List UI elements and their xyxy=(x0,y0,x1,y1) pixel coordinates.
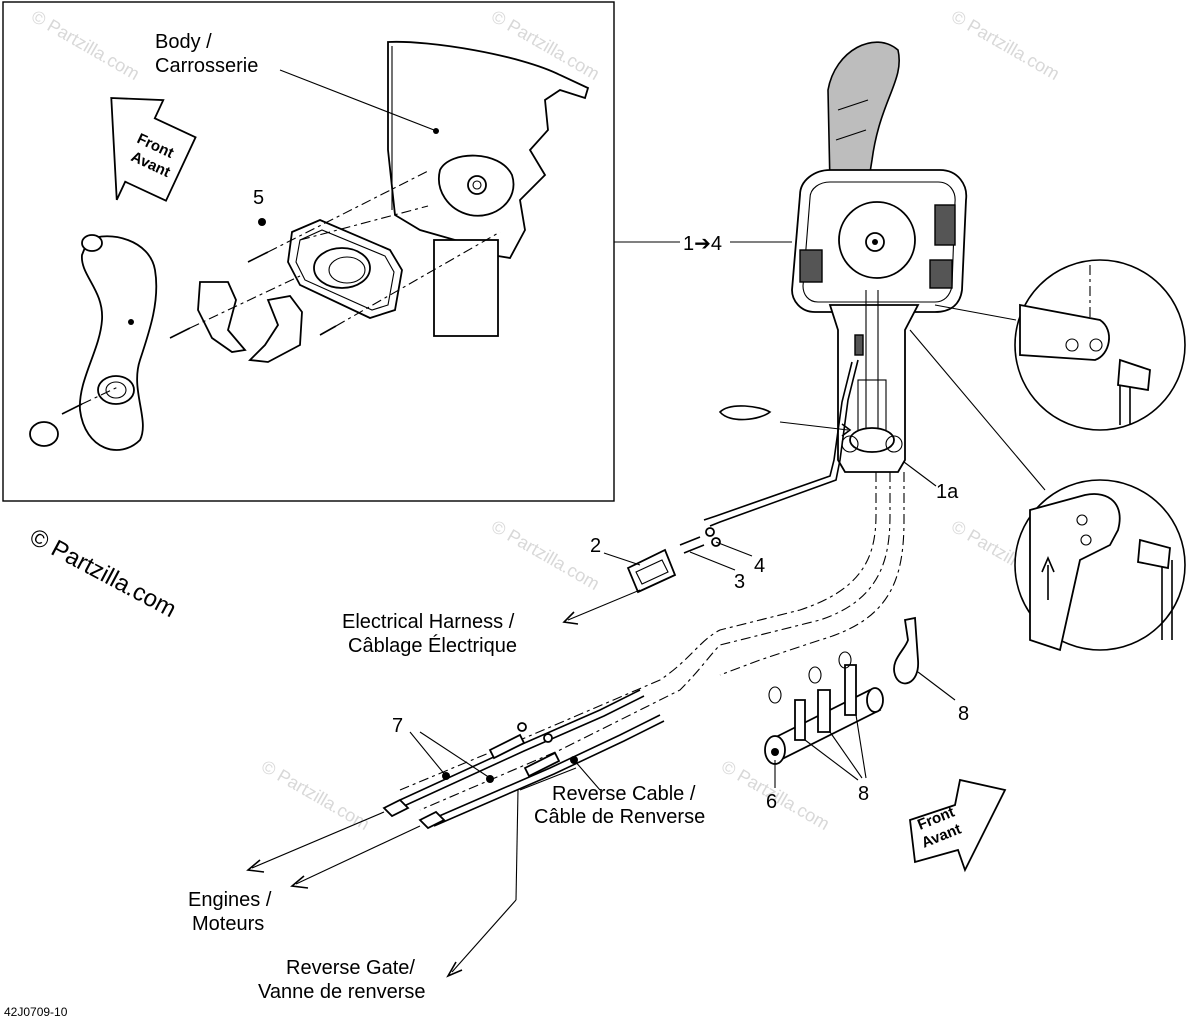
watermark: © Partzilla.com xyxy=(258,756,373,834)
cable-path-3 xyxy=(719,472,905,676)
watermark: © Partzilla.com xyxy=(948,6,1063,84)
watermark: © Partzilla.com xyxy=(28,6,143,84)
harness-label-line1: Electrical Harness / xyxy=(342,611,515,633)
cable-tie xyxy=(893,616,919,685)
detail-leader-top xyxy=(934,304,1017,321)
callout-3: 3 xyxy=(734,571,745,593)
callout-8-clamps: 8 xyxy=(858,783,869,805)
diagram-code: 42J0709-10 xyxy=(4,1005,68,1019)
reverse-gate-label-line2: Vanne de renverse xyxy=(258,981,426,1003)
body-label-line2: Carrosserie xyxy=(155,55,258,77)
electrical-wire-a xyxy=(709,359,859,527)
control-cables xyxy=(382,689,665,830)
callout-1-to-4: 1➔4 xyxy=(683,233,722,255)
reverse-gate-label-line1: Reverse Gate/ xyxy=(286,957,415,979)
detail-circle-bottom xyxy=(1014,479,1186,652)
detail-circle-top xyxy=(1014,259,1186,431)
reverse-cable-label-line2: Câble de Renverse xyxy=(534,806,705,828)
engines-label-line2: Moteurs xyxy=(192,913,264,935)
lever-handle xyxy=(29,234,158,451)
screws xyxy=(61,218,337,415)
detail-inset-frame xyxy=(2,1,615,502)
harness-connector xyxy=(626,527,721,594)
harness-label-line2: Câblage Électrique xyxy=(348,634,517,657)
watermark: © Partzilla.com xyxy=(488,516,603,594)
body-label-line1: Body / xyxy=(155,31,212,53)
electrical-wire-b xyxy=(703,361,853,521)
assembly-lines xyxy=(81,169,501,405)
front-arrow-main: Front Avant xyxy=(909,778,1007,873)
cable-clamp-assembly xyxy=(764,651,884,765)
left-cover xyxy=(197,281,247,353)
copyright-text: © Partzilla.com xyxy=(25,523,180,623)
face-plate xyxy=(287,219,403,319)
engines-label-line1: Engines / xyxy=(188,889,272,911)
callout-5: 5 xyxy=(253,187,264,209)
callout-7: 7 xyxy=(392,715,403,737)
detail-leader-bottom xyxy=(909,329,1046,491)
cable-path-1 xyxy=(399,472,877,791)
callout-2: 2 xyxy=(590,535,601,557)
callout-4: 4 xyxy=(754,555,765,577)
callout-1a: 1a xyxy=(936,481,959,503)
callout-6: 6 xyxy=(766,791,777,813)
right-cover xyxy=(248,295,303,363)
body-panel xyxy=(387,40,590,337)
leader-lines xyxy=(246,241,956,978)
control-housing xyxy=(791,41,968,473)
cotter-pin xyxy=(718,405,852,437)
body-leader-line xyxy=(279,69,435,131)
reverse-cable-label-line1: Reverse Cable / xyxy=(552,783,696,805)
callout-8-tie: 8 xyxy=(958,703,969,725)
cable-path-2 xyxy=(419,472,891,811)
front-arrow-inset: Front Avant xyxy=(110,97,197,202)
